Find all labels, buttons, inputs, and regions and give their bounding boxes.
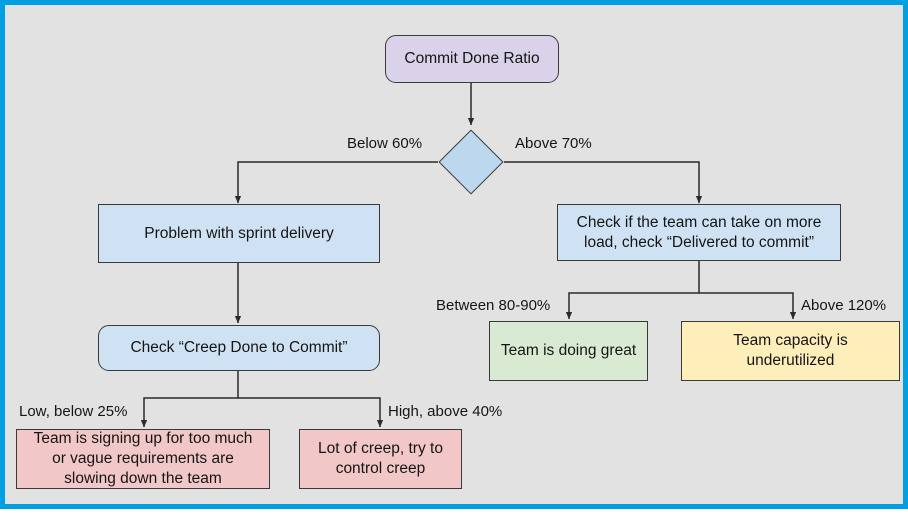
node-problem-with-sprint-delivery[interactable]: Problem with sprint delivery [98,204,380,263]
node-team-capacity-underutilized[interactable]: Team capacity is underutilized [681,321,900,381]
node-team-signing-up-too-much[interactable]: Team is signing up for too much or vague… [16,429,270,489]
node-check-team-capacity-load[interactable]: Check if the team can take on more load,… [557,204,841,261]
node-layer: Commit Done Ratio Problem with sprint de… [5,5,903,504]
edge-label-layer: Below 60% Above 70% Between 80-90% Above… [5,5,903,504]
node-team-is-doing-great[interactable]: Team is doing great [489,321,648,381]
edge-label-above-120: Above 120% [801,297,887,314]
edge-label-low-below-25: Low, below 25% [19,403,128,420]
edge-label-below-60: Below 60% [347,135,423,152]
node-lot-of-creep[interactable]: Lot of creep, try to control creep [299,429,462,489]
edge-label-high-above-40: High, above 40% [388,403,503,420]
edge-label-above-70: Above 70% [515,135,592,152]
edge-label-between-80-90: Between 80-90% [436,297,551,314]
node-check-creep-done-to-commit[interactable]: Check “Creep Done to Commit” [98,325,380,371]
node-commit-done-ratio[interactable]: Commit Done Ratio [385,35,559,83]
